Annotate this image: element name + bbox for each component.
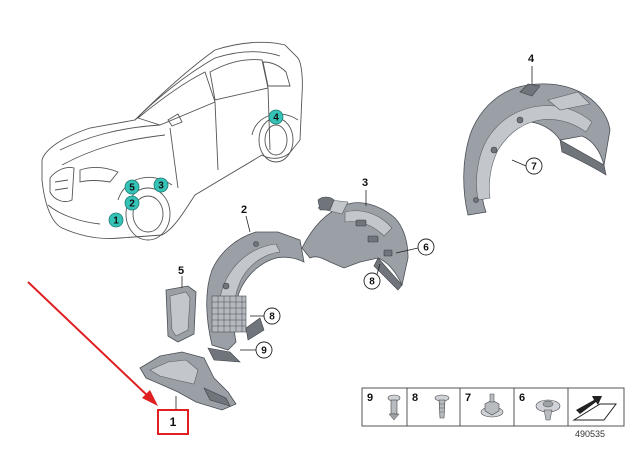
part-3-front-arch-liner-rear <box>301 196 409 291</box>
part-2-vent-grid <box>211 295 247 333</box>
hex-nut-icon <box>480 393 504 418</box>
circle-callout-7: 7 <box>531 162 537 173</box>
callout-part-3: 3 <box>362 177 368 189</box>
car-marker-2 <box>124 195 140 211</box>
highlight-arrow <box>27 281 158 406</box>
part-5-cover <box>165 285 197 343</box>
legend-label-6: 6 <box>519 392 525 404</box>
circle-callout-6: 6 <box>423 243 429 254</box>
clip-screw-icon <box>434 394 450 419</box>
callout-part-2: 2 <box>241 204 247 216</box>
callout-part-5: 5 <box>178 265 184 277</box>
car-marker-label-3: 3 <box>158 181 164 192</box>
part-callouts: 4 3 2 5 <box>178 53 535 277</box>
callout-part-4: 4 <box>528 53 535 65</box>
legend-label-9: 9 <box>367 392 373 404</box>
part-1-bracket <box>139 351 237 411</box>
circle-callout-9: 9 <box>261 346 267 357</box>
car-marker-1 <box>108 212 124 228</box>
car-marker-label-1: 1 <box>113 216 119 227</box>
callout-part-1: 1 <box>170 415 177 429</box>
part-2-front-arch-liner-front <box>206 231 305 363</box>
highlight-box-part-1[interactable]: 1 <box>157 409 189 435</box>
car-marker-label-4: 4 <box>273 113 279 124</box>
legend-label-8: 8 <box>412 392 418 404</box>
part-4-rear-wheel-arch-liner <box>463 83 611 216</box>
push-rivet-icon <box>387 394 401 421</box>
car-marker-label-5: 5 <box>129 183 135 194</box>
fastener-legend: 9 8 7 6 <box>361 387 625 427</box>
expanding-nut-icon <box>535 399 561 421</box>
circle-callout-8-lower: 8 <box>269 312 275 323</box>
diagram-number: 490535 <box>575 429 605 439</box>
leader-lines <box>175 66 533 410</box>
legend-label-7: 7 <box>465 392 471 404</box>
car-outline <box>41 41 303 241</box>
circle-callouts: 7 6 8 8 9 <box>255 157 543 359</box>
car-marker-4 <box>268 109 284 125</box>
car-marker-3 <box>153 177 169 193</box>
car-marker-5 <box>124 179 140 195</box>
circle-callout-8-upper: 8 <box>369 277 375 288</box>
direction-arrow-icon <box>572 396 617 421</box>
car-marker-label-2: 2 <box>129 199 135 210</box>
